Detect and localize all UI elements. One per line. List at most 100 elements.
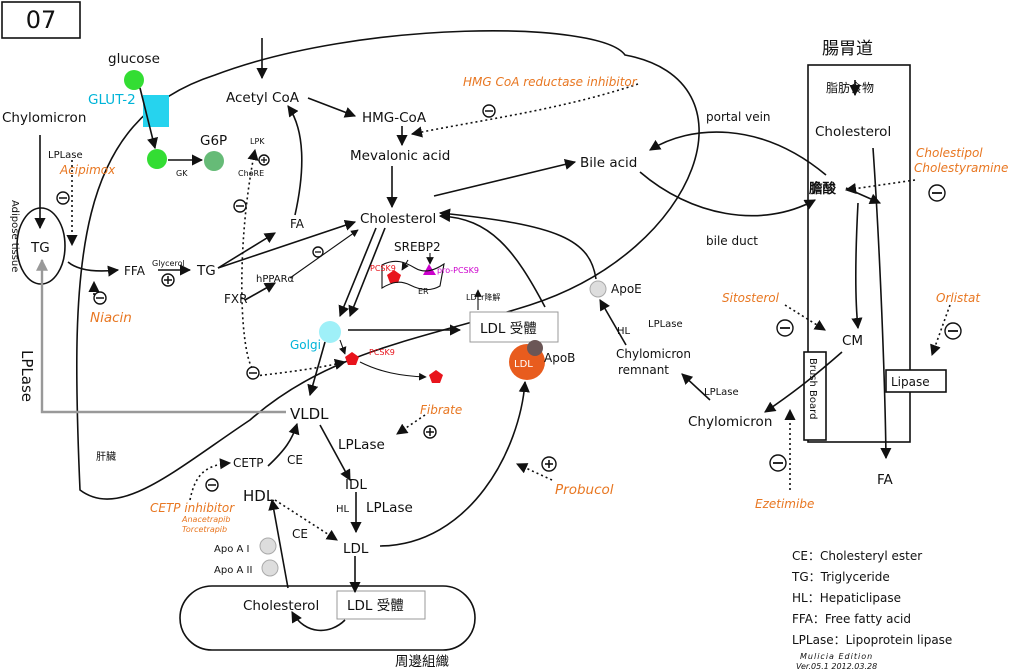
label-chylomicron-left: Chylomicron — [2, 110, 86, 126]
label-tg-adipose: TG — [30, 240, 50, 256]
label-ce-bottom: CE — [292, 527, 308, 541]
label-cholesterol-liver: Cholesterol — [360, 211, 436, 227]
label-sitosterol: Sitosterol — [722, 291, 780, 305]
label-apo-a1: Apo A I — [214, 544, 249, 555]
label-ldl: LDL — [343, 541, 369, 557]
activate-sign-chore — [258, 154, 270, 166]
label-fa-gut: FA — [877, 472, 894, 488]
label-cm: CM — [842, 333, 863, 349]
label-gk: GK — [176, 169, 188, 178]
label-portal-vein: portal vein — [706, 110, 771, 124]
label-hdl: HDL — [243, 487, 275, 505]
label-bile-duct: bile duct — [706, 234, 758, 248]
label-adipose: Adipose tissue — [9, 200, 20, 272]
label-gut-title: 腸胃道 — [822, 39, 873, 59]
label-ldl-particle: LDL — [514, 359, 533, 370]
ldl-receptor-peripheral-box — [336, 590, 426, 620]
footer-version: Ver.05.1 2012.03.28 — [796, 662, 877, 671]
pcsk9-golgi-shape — [345, 352, 359, 365]
golgi-particle — [319, 321, 341, 343]
label-g6p: G6P — [200, 133, 227, 149]
label-er: ER — [418, 287, 429, 296]
label-chore: ChoRE — [238, 169, 264, 178]
label-golgi: Golgi — [290, 338, 321, 352]
label-ce-top: CE — [287, 453, 303, 467]
apoe-particle — [589, 280, 607, 298]
apob-particle — [527, 340, 543, 356]
label-hppara: hPPARα — [256, 274, 295, 285]
label-fxr: FXR — [224, 292, 247, 306]
label-chylomicron-gut: Chylomicron — [688, 414, 772, 430]
label-chylomicron-remnant-2: remnant — [618, 363, 669, 377]
inhibit-sign-hppara — [312, 246, 324, 258]
label-acetyl-coa: Acetyl CoA — [226, 90, 300, 106]
label-lplase-chylo: LPLase — [704, 387, 739, 398]
inhibit-sign-acipimox — [56, 191, 70, 205]
label-pcsk9-golgi: PCSK9 — [369, 348, 395, 357]
inhibit-sign-orlistat — [944, 322, 962, 340]
label-lplase-idl: LPLase — [366, 500, 413, 516]
label-glut2: GLUT-2 — [88, 92, 136, 108]
pcsk9-er-shape — [387, 270, 401, 283]
label-lpk: LPK — [250, 137, 265, 146]
activate-sign-fibrate — [423, 425, 437, 439]
label-hl-idl: HL — [336, 504, 350, 515]
apo-a1-particle — [259, 537, 277, 555]
label-ldl-receptor-peripheral: LDL 受體 — [347, 598, 404, 614]
label-ldlr-degrade: LDLr降解 — [466, 292, 500, 302]
label-vldl: VLDL — [290, 405, 329, 423]
label-lipase: Lipase — [891, 375, 930, 389]
legend-item: CE：Cholesteryl ester — [792, 549, 922, 563]
figure-number: 07 — [26, 6, 57, 34]
label-cholestipol: Cholestipol — [916, 146, 983, 160]
apo-a2-particle — [261, 559, 279, 577]
legend-item: LPLase：Lipoprotein lipase — [792, 633, 952, 647]
legend: CE：Cholesteryl ester TG：Triglyceride HL：… — [791, 549, 952, 647]
inhibit-sign-cetp — [205, 478, 219, 492]
legend-item: HL：Hepaticlipase — [792, 591, 901, 605]
label-glycerol: Glycerol — [152, 259, 185, 268]
pro-pcsk9-triangle — [423, 264, 436, 275]
label-glucose: glucose — [108, 51, 160, 67]
label-niacin: Niacin — [90, 310, 132, 326]
label-fibrate: Fibrate — [420, 403, 462, 417]
figure-number-box — [1, 1, 81, 39]
label-mevalonic: Mevalonic acid — [350, 148, 450, 164]
inhibit-sign-golgi — [246, 366, 260, 380]
label-cetp: CETP — [233, 456, 264, 470]
label-lplase-vldl: LPLase — [338, 437, 385, 453]
label-liver: 肝臟 — [96, 450, 116, 463]
brush-board-box — [803, 351, 827, 441]
label-peripheral: 周邊組織 — [395, 654, 449, 670]
label-ezetimibe: Ezetimibe — [755, 497, 814, 511]
label-hl-remnant: HL — [617, 326, 631, 337]
pcsk9-secreted-shape — [429, 370, 443, 383]
label-hmg-inhibitor: HMG CoA reductase inhibitor — [463, 75, 638, 89]
label-ffa: FFA — [124, 264, 146, 278]
label-anacetrapib: Anacetrapib — [181, 515, 230, 524]
inhibit-sign-ezetimibe — [769, 454, 787, 472]
footer-author: Mulicia Edition — [800, 652, 873, 661]
label-cetp-inhibitor: CETP inhibitor — [150, 501, 235, 515]
legend-item: TG：Triglyceride — [791, 570, 890, 584]
inhibit-sign-sitosterol — [776, 319, 794, 337]
label-torcetrapib: Torcetrapib — [182, 525, 227, 534]
label-bile-acid: Bile acid — [580, 155, 637, 171]
inhibit-sign-fxr — [233, 199, 247, 213]
label-pcsk9-er: PCSK9 — [370, 264, 396, 273]
inhibit-sign-hmg — [482, 104, 496, 118]
peripheral-tissue-capsule — [179, 585, 476, 651]
label-ldl-receptor-liver: LDL 受體 — [480, 321, 537, 337]
label-apoe: ApoE — [611, 282, 642, 296]
inhibit-sign-niacin — [93, 291, 107, 305]
glut2-transporter — [143, 95, 169, 127]
ldl-receptor-liver-box — [469, 311, 559, 343]
label-idl: IDL — [345, 477, 367, 493]
label-fa-liver: FA — [290, 217, 305, 231]
label-lplase-big: LPLase — [18, 350, 36, 402]
label-apob: ApoB — [544, 351, 575, 365]
label-orlistat: Orlistat — [936, 291, 981, 305]
label-hmg-coa: HMG-CoA — [362, 110, 427, 126]
label-acipimox: Acipimox — [59, 163, 116, 177]
